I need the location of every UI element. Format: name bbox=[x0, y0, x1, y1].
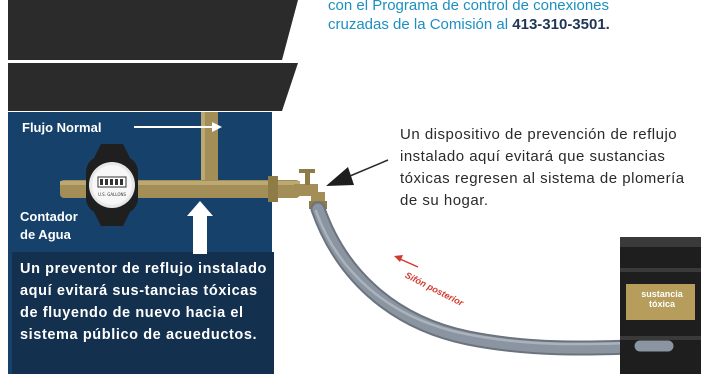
device-arrow bbox=[326, 159, 389, 186]
device-note: Un dispositivo de prevención de reflujo … bbox=[400, 126, 685, 209]
water-meter-label: Contador de Agua bbox=[20, 209, 78, 242]
hose bbox=[310, 201, 668, 356]
water-meter: U.S. GALLONS bbox=[86, 144, 138, 226]
meter-face-label: U.S. GALLONS bbox=[98, 192, 127, 197]
note-panel bbox=[12, 252, 274, 374]
contact-note: con el Programa de control de conexiones… bbox=[328, 0, 610, 33]
preventer-note: Un preventor de reflujo instalado aquí e… bbox=[20, 261, 267, 343]
normal-flow-arrow bbox=[134, 122, 222, 132]
phone-number[interactable]: 413-310-3501. bbox=[512, 16, 610, 33]
back-siphon-arrow bbox=[394, 255, 419, 268]
preventer-arrow bbox=[187, 201, 213, 254]
house-roof bbox=[8, 0, 298, 111]
barrel-label: sustancia tóxica bbox=[641, 289, 683, 309]
normal-flow-label: Flujo Normal bbox=[22, 120, 102, 135]
